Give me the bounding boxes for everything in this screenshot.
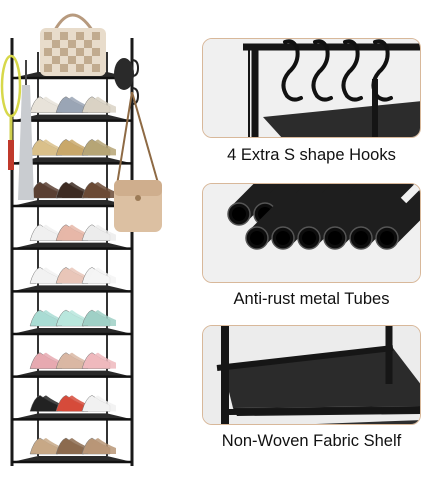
shoulder-bag (114, 91, 162, 232)
rack-shelf (12, 456, 132, 462)
shoe-rack-illustration (0, 13, 162, 466)
shoe-pair (55, 309, 90, 327)
shoe-pair (81, 309, 116, 327)
feature-panel-hooks (202, 38, 421, 138)
shoe-pair (81, 224, 116, 241)
shoe-pair (81, 437, 116, 455)
shoe-pair (29, 267, 64, 284)
rack-shelf (12, 157, 132, 164)
shoe-pair (29, 224, 64, 241)
feature-caption-hooks: 4 Extra S shape Hooks (227, 146, 396, 164)
umbrella (18, 60, 34, 200)
shoe-pair (29, 309, 64, 327)
tennis-racket (0, 54, 22, 170)
shoe-pair (29, 96, 64, 113)
tube-hole (380, 231, 394, 245)
shoe-pair (55, 139, 90, 156)
rack-shelf (12, 285, 132, 292)
shoe-rack-product-image (0, 0, 170, 480)
rack-shelf (12, 413, 132, 420)
handbag-top (40, 13, 106, 76)
rack-shelf (12, 328, 132, 334)
shoe-pair (55, 395, 90, 412)
tube-hole (302, 231, 316, 245)
tube-hole (250, 231, 264, 245)
shoe-pair (29, 139, 64, 156)
hat (114, 58, 134, 90)
shoe-pair (81, 395, 116, 412)
shoe-pair (55, 181, 90, 199)
shoe-pair (81, 96, 116, 113)
shoe-pair (55, 437, 90, 455)
tube-hole (354, 231, 368, 245)
tube-hole (276, 231, 290, 245)
shoe-pair (81, 139, 116, 156)
shoe-pair (55, 96, 90, 113)
s-hooks-closeup (203, 39, 420, 137)
feature-panel-tubes (202, 183, 421, 283)
feature-panel-fabric-shelf (202, 325, 421, 425)
rack-shelf (12, 200, 132, 206)
shoe-pair (81, 352, 116, 369)
tube-hole (232, 207, 246, 221)
rack-shelf (12, 370, 132, 377)
shoe-pair (29, 437, 64, 455)
shoe-pair (55, 352, 90, 369)
feature-caption-tubes: Anti-rust metal Tubes (233, 290, 390, 308)
shoe-pair (55, 224, 90, 241)
shoe-pair (55, 267, 90, 284)
rack-shelf (12, 114, 132, 121)
rack-shelf (12, 242, 132, 249)
feature-caption-fabric-shelf: Non-Woven Fabric Shelf (221, 432, 402, 450)
tube-hole (328, 231, 342, 245)
shoe-pair (81, 267, 116, 284)
shoe-pair (81, 181, 116, 199)
metal-tubes-closeup (203, 184, 420, 282)
shoe-pair (29, 352, 64, 369)
fabric-shelf-closeup (203, 326, 420, 424)
shoe-pair (29, 395, 64, 412)
